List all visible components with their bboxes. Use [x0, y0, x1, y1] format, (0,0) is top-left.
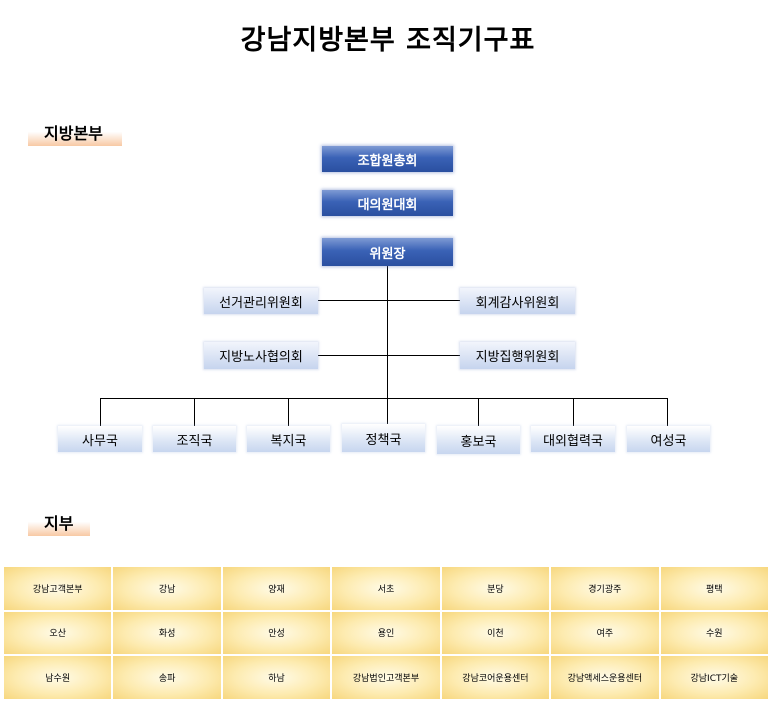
- branch-cell: 강남법인고객본부: [332, 656, 440, 699]
- branch-cell: 수원: [660, 611, 768, 655]
- connector-dept-drop-1: [100, 398, 101, 426]
- branch-cell: 양재: [222, 567, 331, 610]
- general-assembly-box: 조합원총회: [322, 146, 453, 172]
- executive-committee-box: 지방집행위원회: [460, 342, 575, 369]
- branch-cell: 안성: [222, 611, 331, 655]
- branch-cell: 오산: [4, 611, 112, 655]
- connector-dept-drop-5: [478, 398, 479, 426]
- department-box: 복지국: [247, 426, 330, 452]
- branch-cell: 서초: [332, 567, 440, 610]
- branch-cell: 용인: [332, 611, 440, 655]
- department-box: 사무국: [58, 426, 142, 452]
- connector-committee-row2: [318, 355, 460, 356]
- connector-dept-drop-2: [194, 398, 195, 426]
- page-title: 강남지방본부 조직기구표: [240, 25, 536, 56]
- connector-dept-drop-3: [288, 398, 289, 426]
- branch-cell: 하남: [222, 656, 331, 699]
- department-box: 여성국: [627, 426, 710, 452]
- delegates-assembly-box: 대의원대회: [322, 190, 453, 216]
- audit-committee-box: 회계감사위원회: [460, 288, 575, 314]
- branch-cell: 여주: [551, 611, 659, 655]
- branch-cell: 강남고객본부: [4, 567, 112, 610]
- branch-cell: 분당: [441, 567, 550, 610]
- branch-cell: 이천: [441, 611, 550, 655]
- department-box: 정책국: [342, 424, 425, 452]
- branch-cell: 평택: [660, 567, 768, 610]
- election-committee-box: 선거관리위원회: [204, 288, 318, 314]
- branch-cell: 강남코어운용센터: [441, 656, 550, 699]
- connector-dept-drop-6: [573, 398, 574, 426]
- branch-cell: 남수원: [4, 656, 112, 699]
- connector-committee-row1: [318, 300, 460, 301]
- branch-cell: 화성: [113, 611, 221, 655]
- branches-grid: 강남고객본부 강남 양재 서초 분당 경기광주 평택 오산 화성 안성 용인 이…: [4, 567, 768, 699]
- chairman-box: 위원장: [322, 238, 453, 266]
- connector-department-bar: [100, 398, 668, 399]
- branch-cell: 송파: [113, 656, 221, 699]
- section-label-branches: 지부: [28, 514, 90, 536]
- branch-cell: 강남ICT기술: [660, 656, 768, 699]
- department-box: 대외협력국: [531, 426, 615, 452]
- section-label-regional-hq: 지방본부: [28, 124, 122, 146]
- connector-vertical-main: [387, 266, 388, 426]
- labor-council-box: 지방노사협의회: [204, 342, 318, 369]
- branch-cell: 강남: [113, 567, 221, 610]
- connector-dept-drop-7: [667, 398, 668, 426]
- branch-cell: 강남액세스운용센터: [551, 656, 659, 699]
- department-box: 조직국: [153, 426, 236, 452]
- department-box: 홍보국: [437, 426, 520, 454]
- branch-cell: 경기광주: [551, 567, 659, 610]
